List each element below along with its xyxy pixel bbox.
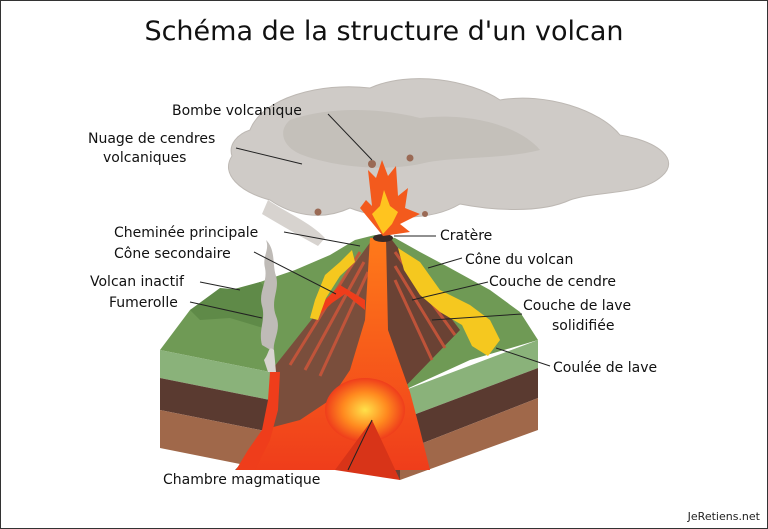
leader-couche-cendre [411,281,489,301]
inactive-volcano [190,282,275,330]
fumerolle-plume [260,240,278,372]
diagram-title: Schéma de la structure d'un volcan [144,16,624,47]
leader-chambre [347,419,373,471]
leader-fumerolle [189,301,263,319]
leader-lines [189,113,551,471]
leader-coulee [495,347,551,367]
ash-cloud [228,78,669,246]
label-coulee: Coulée de lave [553,360,657,376]
label-couche-lave-1: Couche de lave [523,298,631,314]
leader-bombe [327,113,373,161]
leader-couche-lave [431,313,523,321]
label-chambre: Chambre magmatique [163,472,320,488]
leader-cone-volcan [427,257,463,269]
label-nuage-1: Nuage de cendres [88,131,215,147]
leader-volcan-inactif [199,281,241,291]
label-cone-secondaire: Cône secondaire [114,246,231,262]
labels: Bombe volcanique Nuage de cendres volcan… [88,103,657,488]
label-fumerolle: Fumerolle [109,295,178,311]
label-volcan-inactif: Volcan inactif [90,274,185,290]
label-cheminee: Cheminée principale [114,225,258,241]
volcano-cross-section [235,238,460,480]
surface-lava-flows [310,248,500,356]
label-bombe: Bombe volcanique [172,103,302,119]
leader-cone-secondaire [253,251,337,295]
leader-cheminee [283,231,361,247]
label-nuage-2: volcaniques [103,150,186,166]
credit-text: JeRetiens.net [687,510,760,523]
leader-nuage [235,147,303,165]
label-cratere: Cratère [440,228,492,244]
label-couche-cendre: Couche de cendre [489,274,616,290]
label-couche-lave-2: solidifiée [552,318,614,334]
label-cone-volcan: Cône du volcan [465,252,573,268]
crater-eruption [314,154,428,242]
